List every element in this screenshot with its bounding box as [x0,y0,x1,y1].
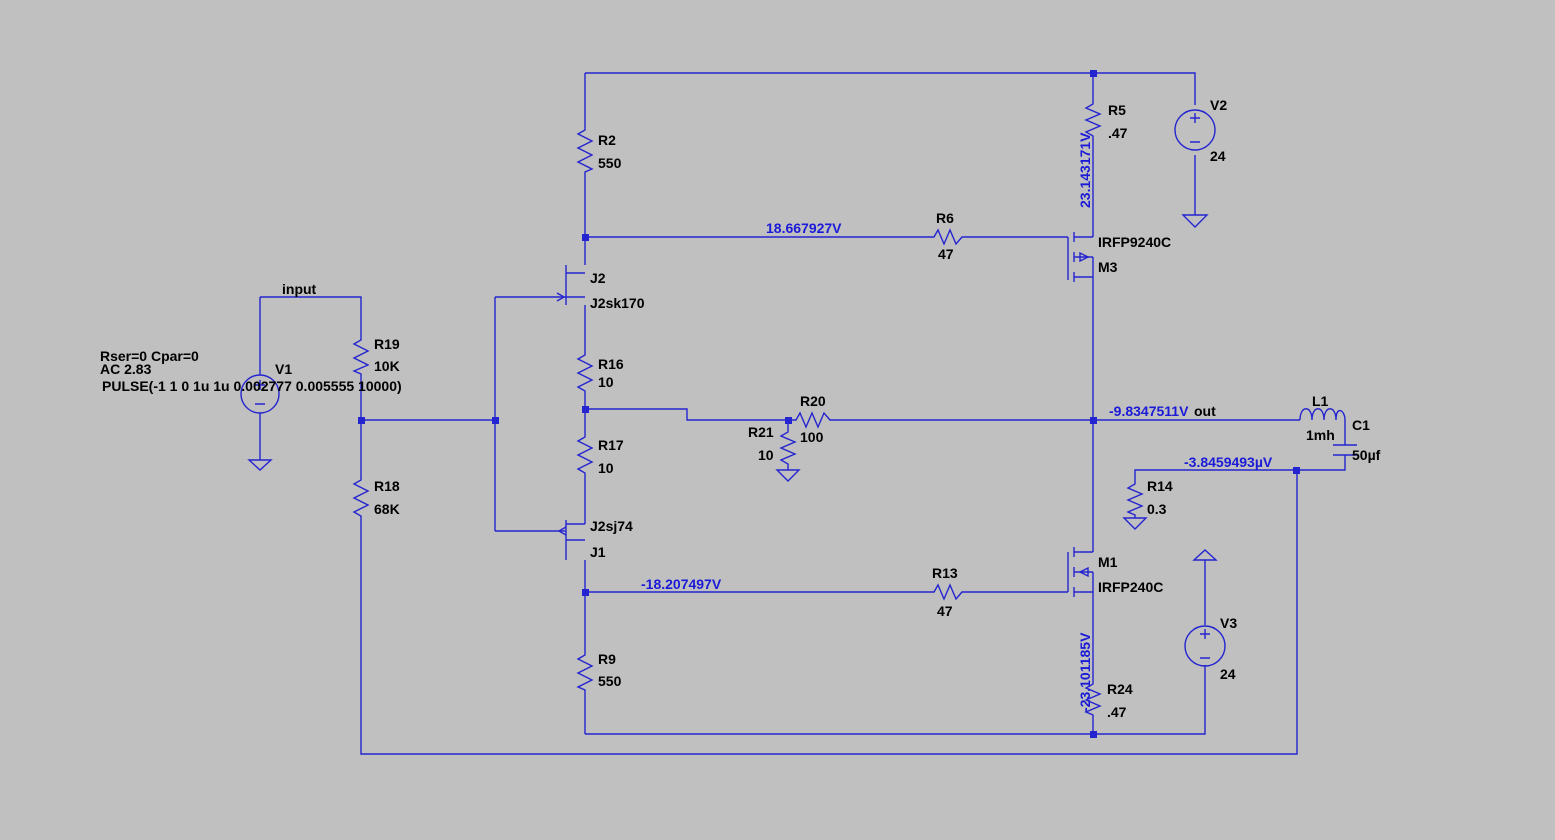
resistor-r2[interactable] [576,125,594,175]
r20-value: 100 [800,429,824,445]
r19-name: R19 [374,336,400,352]
r13-value: 47 [937,603,953,619]
v3-value: 24 [1220,666,1236,682]
wires [259,72,1346,755]
resistor-r17[interactable] [576,430,594,480]
resistor-r19[interactable] [352,335,370,375]
resistor-r5[interactable] [1084,100,1102,140]
junction-dots [358,70,1300,738]
m3-model: IRFP9240C [1098,234,1171,250]
r20-name: R20 [800,393,826,409]
m1-name: M1 [1098,554,1118,570]
voltage-source-v3[interactable] [1184,625,1226,667]
r24-value: .47 [1107,704,1127,720]
r14-name: R14 [1147,478,1173,494]
v1-param-3: PULSE(-1 1 0 1u 1u 0.002777 0.005555 100… [102,378,402,394]
r2-value: 550 [598,155,622,171]
r17-value: 10 [598,460,614,476]
voltage-r24-node: -23.101185V [1077,632,1093,712]
net-label-input: input [282,281,317,297]
resistor-r18[interactable] [352,475,370,520]
r21-value: 10 [758,447,774,463]
c1-name: C1 [1352,417,1370,433]
r19-value: 10K [374,358,400,374]
j1-name: J1 [590,544,606,560]
r21-name: R21 [748,424,774,440]
r16-name: R16 [598,356,624,372]
jfet-j1[interactable] [557,520,586,560]
voltage-r6-node: 18.667927V [766,220,842,236]
voltage-source-v1[interactable] [240,374,280,414]
r9-value: 550 [598,673,622,689]
jfet-j2[interactable] [556,265,585,305]
m1-model: IRFP240C [1098,579,1163,595]
r13-name: R13 [932,565,958,581]
j1-model: J2sj74 [590,518,633,534]
l1-value: 1mh [1306,427,1335,443]
r6-value: 47 [938,246,954,262]
j2-name: J2 [590,270,606,286]
v2-name: V2 [1210,97,1227,113]
capacitor-c1[interactable] [1333,444,1357,456]
voltage-annotations: 18.667927V -18.207497V -9.8347511V -3.84… [641,132,1273,712]
resistor-r6[interactable] [930,228,965,246]
resistor-r9[interactable] [576,650,594,692]
j2-model: J2sk170 [590,295,645,311]
m3-name: M3 [1098,259,1118,275]
r16-value: 10 [598,374,614,390]
resistor-r20[interactable] [790,411,835,429]
resistor-r21[interactable] [779,428,797,470]
net-label-out: out [1194,403,1216,419]
resistor-r14[interactable] [1126,480,1144,518]
r14-value: 0.3 [1147,501,1167,517]
r24-name: R24 [1107,681,1133,697]
voltage-source-v2[interactable] [1174,109,1216,151]
r5-value: .47 [1108,125,1128,141]
l1-name: L1 [1312,393,1329,409]
v1-name: V1 [275,361,292,377]
r5-name: R5 [1108,102,1126,118]
r9-name: R9 [598,651,616,667]
v1-param-2: AC 2.83 [100,361,152,377]
voltage-r13-node: -18.207497V [641,576,722,592]
v1-param-1: Rser=0 Cpar=0 [100,348,199,364]
voltage-r5-node: 23.143171V [1077,132,1093,208]
mosfet-m3[interactable] [1067,230,1094,282]
voltage-r14-node: -3.8459493µV [1184,454,1273,470]
c1-value: 50µf [1352,447,1381,463]
r18-name: R18 [374,478,400,494]
inductor-l1[interactable] [1299,408,1346,421]
r17-name: R17 [598,437,624,453]
r2-name: R2 [598,132,616,148]
ground-symbols [247,214,1218,561]
r18-value: 68K [374,501,400,517]
voltage-out-node: -9.8347511V [1109,403,1189,419]
component-labels: R2 550 R5 .47 R6 47 R13 47 R16 10 R17 10… [100,97,1381,720]
v2-value: 24 [1210,148,1226,164]
resistor-r16[interactable] [576,350,594,395]
resistor-r24[interactable] [1084,680,1102,718]
mosfet-m1[interactable] [1067,545,1094,600]
resistor-r13[interactable] [930,583,965,601]
r6-name: R6 [936,210,954,226]
v3-name: V3 [1220,615,1237,631]
